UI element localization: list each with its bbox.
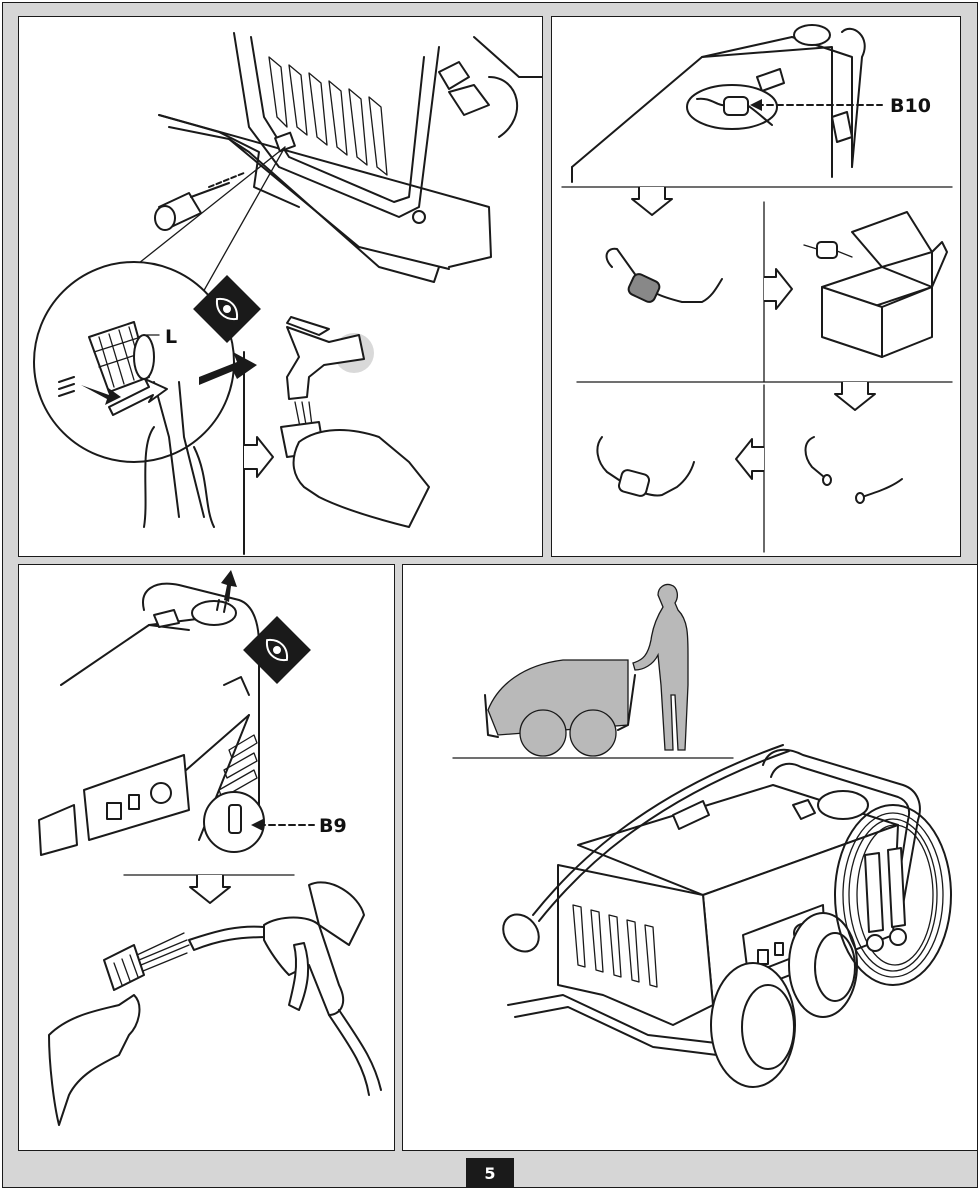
flow-arrow-icon (244, 437, 273, 477)
inlet-filter-illustration: L (19, 17, 543, 557)
pressure-washer-machine (496, 745, 951, 1087)
flow-arrow-icon (632, 187, 672, 215)
tank-filter-illustration: B9 (19, 565, 395, 1151)
air-spray (137, 933, 189, 971)
transport-illustration (403, 565, 978, 1151)
transport-silhouette (485, 584, 688, 756)
tap-and-glove (281, 317, 429, 527)
flow-arrow-icon (835, 382, 875, 410)
panel-inlet-filter-cleaning: L (18, 16, 543, 557)
panel-machine-transport (402, 564, 978, 1151)
disposal-box (804, 212, 947, 357)
flow-arrow-icon (736, 439, 764, 479)
inspect-eye-icon (243, 616, 311, 684)
panel-fuel-filter-replacement: B10 (551, 16, 961, 557)
page-number: 5 (466, 1158, 514, 1188)
flow-arrow-icon (764, 269, 792, 309)
panel-tank-filter-cleaning: B9 (18, 564, 395, 1151)
hose-coupling (155, 183, 229, 230)
callout-B9: B9 (319, 815, 347, 837)
air-gun (189, 882, 381, 1095)
glove-with-filter (49, 945, 144, 1125)
callout-B10: B10 (890, 95, 931, 117)
flow-arrow-icon (190, 875, 230, 903)
fuel-filter-illustration: B10 (552, 17, 961, 557)
callout-L: L (165, 326, 177, 348)
